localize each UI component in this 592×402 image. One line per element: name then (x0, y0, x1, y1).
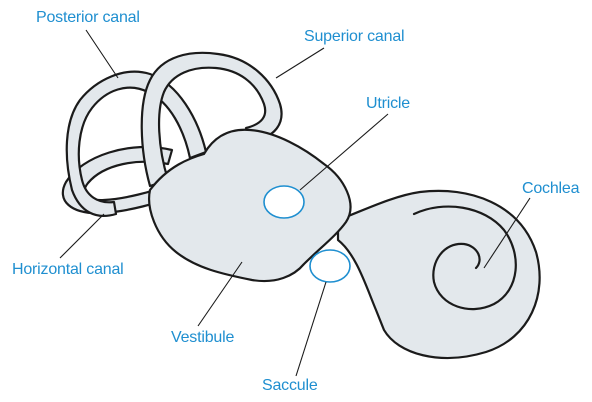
cochlea-label: Cochlea (522, 180, 579, 198)
vestibule-label: Vestibule (171, 329, 234, 347)
horizontal-canal-label: Horizontal canal (12, 261, 124, 279)
utricle-marker (264, 186, 304, 218)
saccule-label: Saccule (262, 377, 318, 395)
saccule-leader (296, 282, 326, 376)
posterior-canal-leader (86, 30, 118, 78)
posterior-canal-label: Posterior canal (36, 9, 140, 27)
cochlea-shape (338, 191, 540, 358)
superior-canal-leader (276, 48, 324, 78)
superior-canal-label: Superior canal (304, 28, 404, 46)
saccule-marker (310, 250, 350, 282)
utricle-label: Utricle (366, 95, 410, 113)
horizontal-canal-leader (60, 214, 104, 258)
utricle-leader (300, 114, 388, 190)
